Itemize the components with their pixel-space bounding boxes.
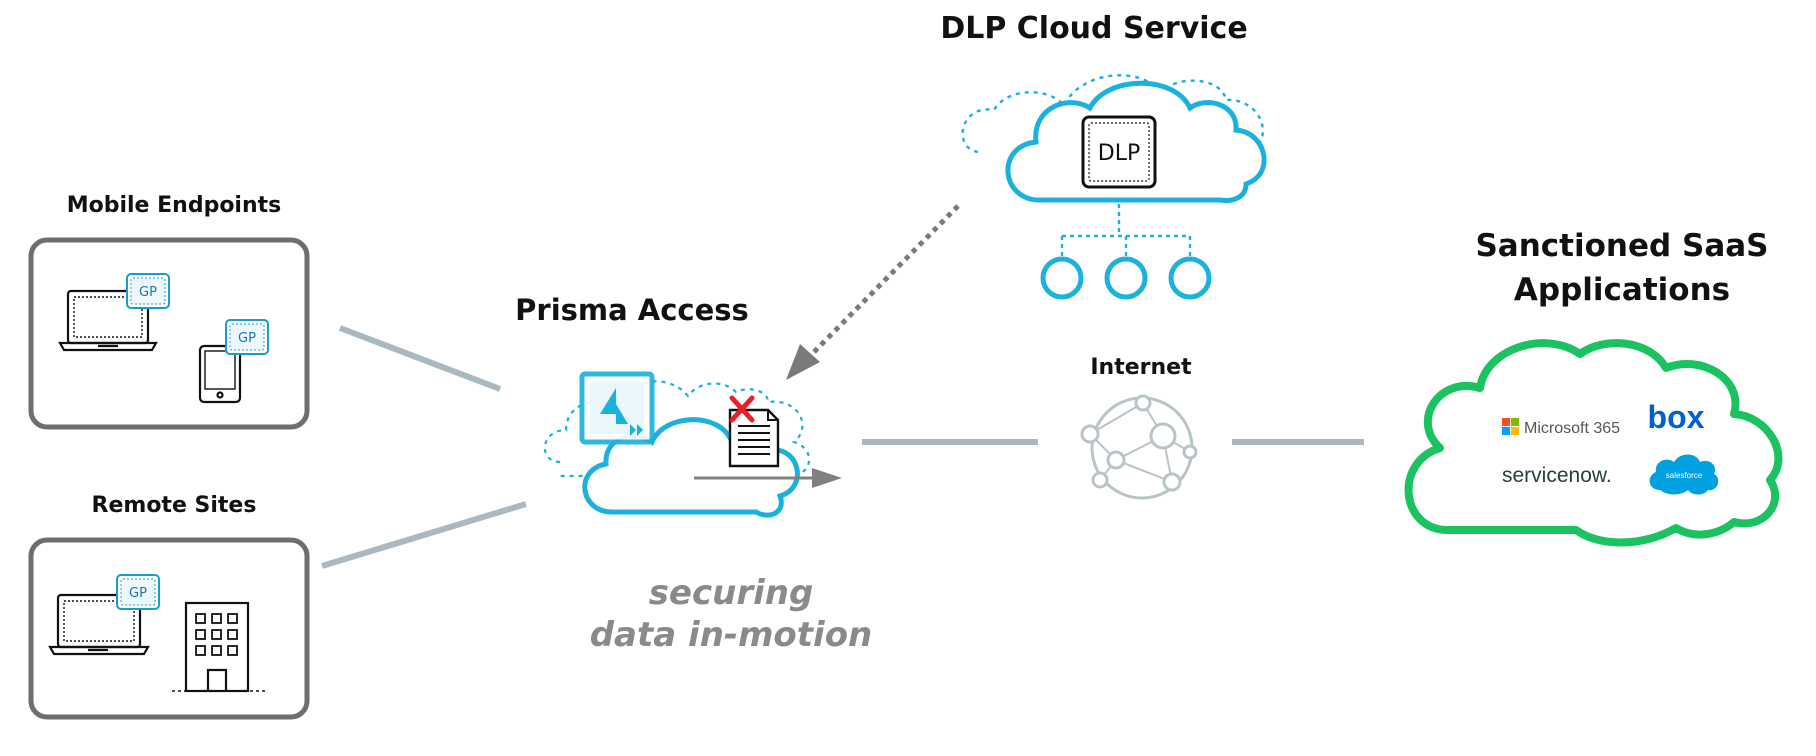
remote-sites-box: GP <box>28 537 310 720</box>
gp-badge: GP <box>126 273 170 309</box>
flow-arrow <box>694 468 842 488</box>
servicenow-logo-text: servicenow. <box>1502 464 1612 487</box>
dlp-to-prisma-arrow <box>786 204 960 380</box>
prisma-access-logo-icon <box>579 371 655 445</box>
laptop-icon <box>48 593 150 656</box>
tablet-icon <box>198 344 242 404</box>
laptop-icon <box>58 289 158 352</box>
dlp-chip-icon: DLP <box>1081 115 1157 189</box>
connector-mobile-to-prisma <box>338 325 502 392</box>
salesforce-label: salesforce <box>1666 471 1703 480</box>
gp-badge-label: GP <box>238 331 256 346</box>
microsoft-365-logo-icon: Microsoft 365 <box>1502 418 1620 437</box>
network-globe-icon <box>1080 394 1198 500</box>
remote-sites-title: Remote Sites <box>92 493 257 518</box>
internet-title: Internet <box>1090 355 1192 380</box>
mobile-endpoints-title: Mobile Endpoints <box>67 193 282 218</box>
caption: securing data in-motion <box>590 573 873 655</box>
caption-line2: data in-motion <box>590 615 873 655</box>
dlp-node <box>1104 256 1148 300</box>
gp-badge: GP <box>116 574 160 610</box>
box-logo-text: box <box>1648 399 1705 435</box>
saas-cloud: Microsoft 365 box servicenow. salesforce <box>1404 339 1783 547</box>
prisma-access-cloud <box>543 371 842 518</box>
gp-badge-label: GP <box>129 586 147 601</box>
dlp-cloud: DLP <box>961 74 1267 300</box>
dlp-node <box>1168 256 1212 300</box>
salesforce-logo-icon: salesforce <box>1649 454 1719 495</box>
building-icon <box>172 601 266 693</box>
mobile-endpoints-box: GP GP <box>28 237 310 430</box>
prisma-access-title: Prisma Access <box>515 293 749 327</box>
saas-title-line1: Sanctioned SaaS <box>1475 228 1768 264</box>
saas-title-line2: Applications <box>1514 272 1730 308</box>
dlp-connector-tree <box>1060 204 1192 258</box>
dlp-nodes <box>1040 256 1212 300</box>
connector-remote-to-prisma <box>321 501 527 569</box>
dlp-chip-label: DLP <box>1098 141 1140 166</box>
prisma-dotted-cloud <box>543 380 811 478</box>
dlp-node <box>1040 256 1084 300</box>
gp-badge-label: GP <box>139 285 157 300</box>
microsoft-365-label: Microsoft 365 <box>1524 420 1620 437</box>
gp-badge: GP <box>225 319 269 355</box>
labels: Mobile Endpoints Remote Sites Prisma Acc… <box>67 11 1769 518</box>
saas-solid-cloud <box>1404 339 1783 547</box>
blocked-x-icon <box>729 395 755 423</box>
connectors <box>321 325 1364 569</box>
document-icon <box>728 408 780 468</box>
caption-line1: securing <box>649 573 814 613</box>
dlp-cloud-service-title: DLP Cloud Service <box>940 11 1247 46</box>
